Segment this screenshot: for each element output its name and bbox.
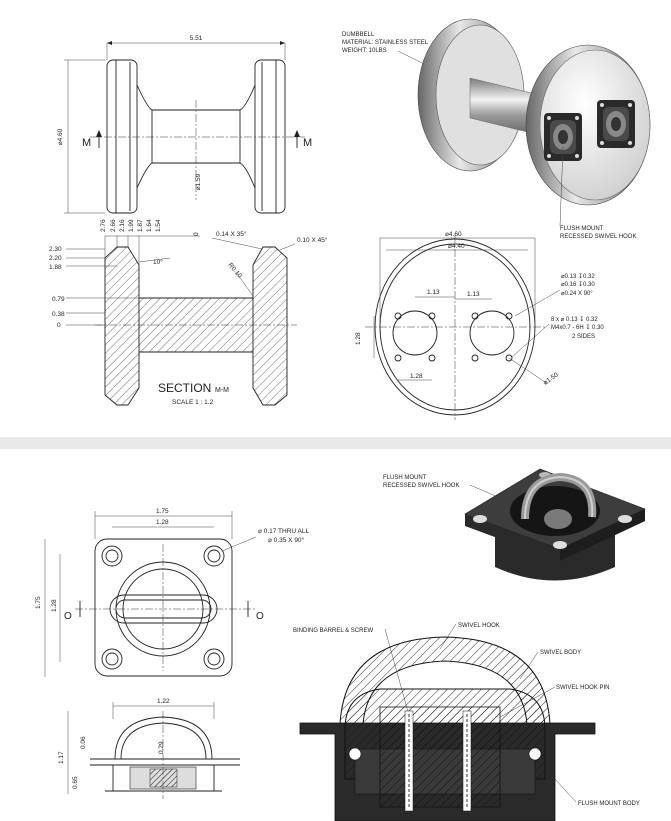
- hole-note-2b: M4x0.7 - 6H ↧ 0.30: [551, 324, 604, 331]
- hook-callout-1: FLUSH MOUNT: [560, 226, 604, 232]
- hole-note-1a: ⌀0.13 ↧0.32: [561, 273, 595, 280]
- dim-top-0: 2.76: [100, 219, 107, 232]
- drawing-sheet-2: 1.75 1.28 1.75 1.28 ⌀ 0.17 THRU ALL ⌀ 0.…: [0, 449, 671, 821]
- top-spacing-dim: 1.28: [156, 519, 169, 526]
- side-inner-dim: 0.29: [158, 741, 165, 754]
- spacing-left-dim: 1.13: [427, 289, 440, 296]
- end-view: ⌀4.60 ⌀4.40 1.13 1.13 1.28 1.28 ⌀1.50 ⌀0…: [355, 231, 604, 420]
- radius-dim: R0.10: [226, 262, 243, 280]
- dim-left-5: 0: [57, 322, 61, 329]
- iso-note-2: MATERIAL: STAINLESS STEEL: [342, 40, 429, 46]
- dumbbell-iso: DUMBBELL MATERIAL: STAINLESS STEEL WEIGH…: [342, 18, 651, 240]
- section-mark-right: M: [303, 137, 312, 149]
- label-barrel: BINDING BARREL & SCREW: [293, 628, 373, 634]
- hook-side-view: 1.22 1.17 0.06 0.65 0.29: [58, 698, 240, 799]
- front-view: 5.51 ⌀4.60 ⌀1.59 M M: [57, 35, 312, 214]
- hole-height-dim: 1.28: [355, 332, 362, 345]
- front-width-dim: 5.51: [190, 35, 203, 42]
- side-width-dim: 1.22: [157, 698, 170, 705]
- iso-callout-1: FLUSH MOUNT: [383, 475, 427, 481]
- drawing-sheet-1: 5.51 ⌀4.60 ⌀1.59 M M SECTION M-M SCALE: [49, 18, 651, 420]
- hook-callout-2: RECESSED SWIVEL HOOK: [560, 234, 636, 240]
- side-height-dim: 1.17: [58, 751, 65, 764]
- hook-iso: FLUSH MOUNT RECESSED SWIVEL HOOK: [383, 468, 646, 581]
- dim-top-3: 1.99: [128, 219, 135, 232]
- top-note-b: ⌀ 0.35 X 90°: [268, 536, 305, 544]
- section-title-sub: M-M: [215, 387, 229, 394]
- hole-note-2a: 8 x ⌀ 0.13 ↧ 0.32: [551, 316, 598, 323]
- hole-note-1c: ⌀0.24 X 90°: [561, 291, 593, 297]
- swivel-hook-left: [544, 113, 582, 161]
- chamfer-1: 0.14 X 35°: [216, 230, 247, 238]
- dim-top-zero: 0: [193, 232, 200, 236]
- label-swivel-hook: SWIVEL HOOK: [458, 623, 500, 629]
- ring-dia-dim: ⌀1.50: [542, 371, 560, 386]
- sheet-2-canvas: 1.75 1.28 1.75 1.28 ⌀ 0.17 THRU ALL ⌀ 0.…: [35, 468, 646, 821]
- hole-pattern-right: [469, 310, 515, 362]
- dim-left-2: 1.88: [49, 264, 62, 271]
- section-title: SECTION: [158, 381, 211, 395]
- inner-dia-dim: ⌀4.40: [448, 243, 465, 250]
- section-left-dims: 2.30 2.20 1.88 0.79 0.38 0: [49, 246, 139, 329]
- shaft-dia-dim: ⌀1.59: [195, 173, 202, 190]
- dim-top-4: 1.87: [137, 219, 144, 232]
- label-mount-body: FLUSH MOUNT BODY: [578, 801, 640, 807]
- swivel-hook-right: [597, 100, 635, 148]
- dim-top-5: 1.64: [146, 219, 153, 232]
- front-height-dim: ⌀4.60: [57, 128, 64, 145]
- side-top-dim: 0.06: [80, 736, 87, 749]
- section-mark-left: M: [82, 137, 91, 149]
- top-overall-dim: 1.75: [156, 508, 169, 515]
- dim-top-1: 2.66: [110, 219, 117, 232]
- side-bottom-dim: 0.65: [72, 776, 79, 789]
- section-scale: SCALE 1 : 1.2: [172, 399, 214, 406]
- dim-left-1: 2.20: [49, 255, 62, 262]
- outer-dia-dim: ⌀4.60: [445, 231, 462, 238]
- spacing-right-dim: 1.13: [467, 291, 480, 298]
- dim-left-0: 2.30: [49, 246, 62, 253]
- top-note-a: ⌀ 0.17 THRU ALL: [258, 528, 310, 535]
- label-hook-pin: SWIVEL HOOK PIN: [556, 685, 609, 691]
- iso-callout-2: RECESSED SWIVEL HOOK: [383, 483, 459, 489]
- dim-top-2: 2.16: [119, 219, 126, 232]
- sheet-separator: [0, 437, 671, 449]
- section-view: SECTION M-M SCALE 1 : 1.2 2.76 2.66 2.16…: [49, 219, 328, 406]
- sheet-1-canvas: 5.51 ⌀4.60 ⌀1.59 M M SECTION M-M SCALE: [49, 18, 651, 420]
- section-mark-o-left: O: [64, 611, 72, 622]
- iso-note-1: DUMBBELL: [342, 32, 375, 38]
- side-overall-dim: 1.75: [35, 596, 42, 609]
- section-mark-o-right: O: [256, 611, 264, 622]
- dim-left-4: 0.38: [52, 311, 65, 318]
- hole-width-dim: 1.28: [410, 373, 423, 380]
- chamfer-2: 0.10 X 45°: [297, 236, 328, 244]
- hook-section-view: BINDING BARREL & SCREW SWIVEL HOOK SWIVE…: [293, 623, 640, 821]
- hole-pattern-left: [392, 310, 438, 362]
- iso-note-3: WEIGHT: 10LBS: [342, 48, 387, 54]
- hook-top-view: 1.75 1.28 1.75 1.28 ⌀ 0.17 THRU ALL ⌀ 0.…: [35, 508, 310, 677]
- section-top-dims: 2.76 2.66 2.16 1.99 1.87 1.64 1.54 0: [100, 219, 200, 265]
- angle-dim: 10°: [153, 258, 163, 266]
- dim-left-3: 0.79: [52, 296, 65, 303]
- hole-note-1b: ⌀0.16 ↧0.30: [561, 281, 595, 288]
- label-swivel-body: SWIVEL BODY: [540, 650, 581, 656]
- dim-top-6: 1.54: [155, 219, 162, 232]
- hole-note-2c: 2 SIDES: [572, 334, 595, 340]
- side-spacing-dim: 1.28: [51, 599, 58, 612]
